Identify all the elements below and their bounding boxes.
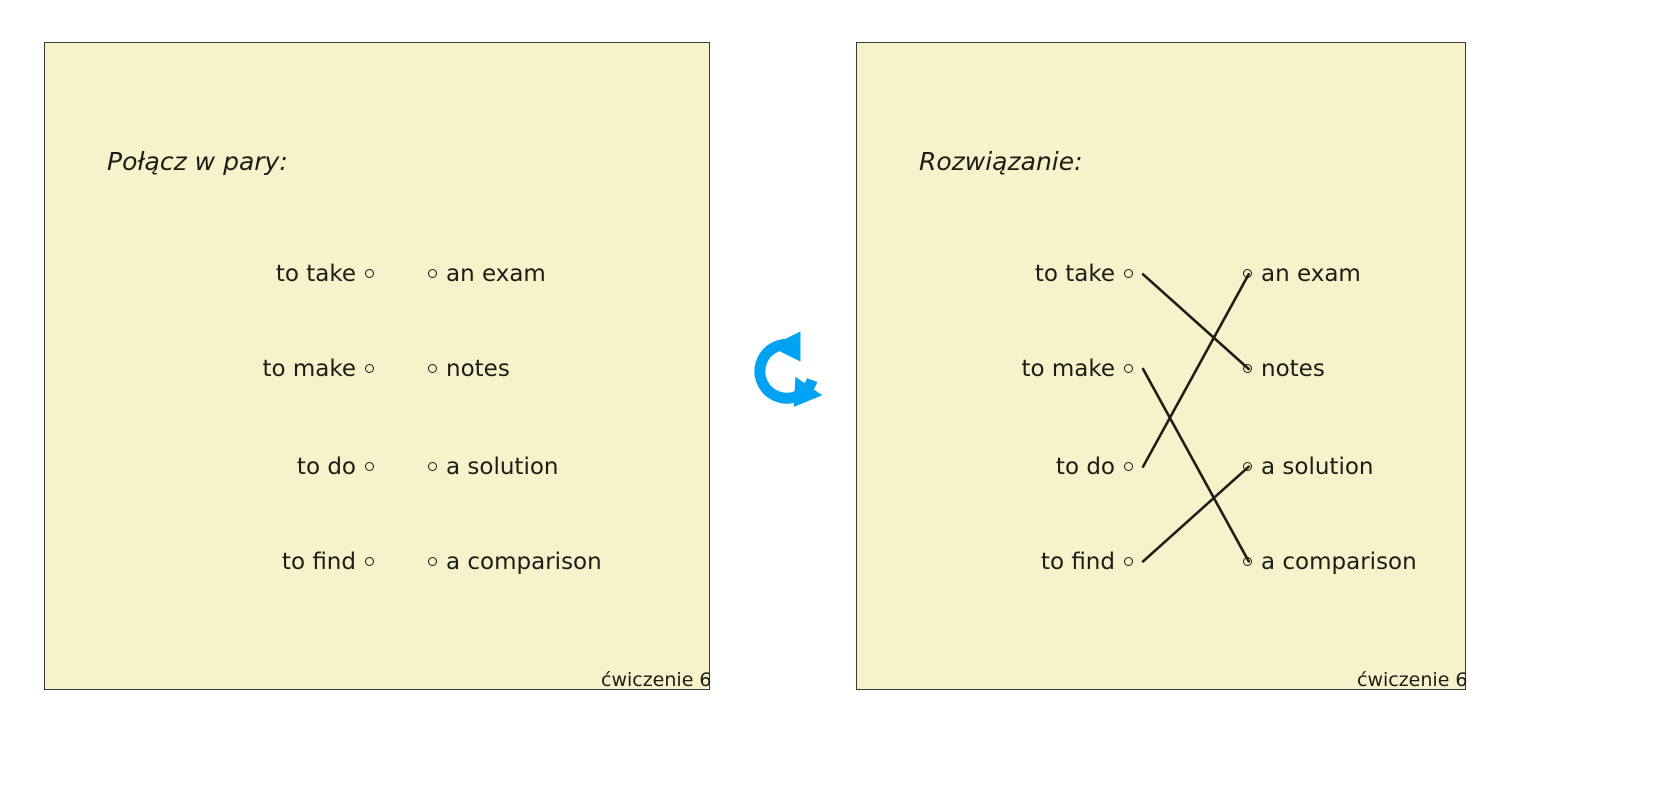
solution-left-label-3: to find (1040, 549, 1115, 575)
connector-dot-icon[interactable] (365, 557, 374, 566)
exercise-right-label-3: a comparison (446, 549, 602, 575)
exercise-left-label-3: to find (281, 549, 356, 575)
match-line-3 (1141, 465, 1251, 563)
exercise-left-label-0: to take (275, 261, 356, 287)
connector-dot-icon[interactable] (428, 557, 437, 566)
connector-dot-icon[interactable] (428, 364, 437, 373)
exercise-left-label-1: to make (262, 356, 356, 382)
connector-dot-icon[interactable] (365, 462, 374, 471)
exercise-pair-list: to take to make to do to find an exam no… (45, 43, 709, 689)
solution-right-item-2[interactable]: a solution (1243, 454, 1373, 480)
exercise-right-label-1: notes (446, 356, 510, 382)
solution-left-item-3[interactable]: to find (1041, 549, 1133, 575)
exercise-left-item-0[interactable]: to take (276, 261, 374, 287)
exercise-left-item-3[interactable]: to find (282, 549, 374, 575)
exercise-left-item-1[interactable]: to make (262, 356, 374, 382)
solution-right-item-0[interactable]: an exam (1243, 261, 1361, 287)
solution-card-footer: ćwiczenie 6 (1357, 669, 1468, 691)
match-line-1 (1141, 367, 1251, 563)
refresh-icon (745, 328, 829, 412)
solution-left-item-1[interactable]: to make (1021, 356, 1133, 382)
exercise-right-item-2[interactable]: a solution (428, 454, 558, 480)
connector-dot-icon[interactable] (1243, 557, 1252, 566)
exercise-right-label-2: a solution (446, 454, 559, 480)
connector-dot-icon[interactable] (365, 269, 374, 278)
connector-dot-icon[interactable] (1243, 462, 1252, 471)
solution-left-item-2[interactable]: to do (1056, 454, 1133, 480)
exercise-left-label-2: to do (296, 454, 356, 480)
solution-pair-list: to take to make to do to find an exam no… (857, 43, 1465, 689)
match-lines (1141, 272, 1251, 563)
solution-left-label-2: to do (1055, 454, 1115, 480)
connector-dot-icon[interactable] (1124, 364, 1133, 373)
connector-dot-icon[interactable] (428, 269, 437, 278)
match-line-2 (1141, 272, 1251, 468)
connector-dot-icon[interactable] (365, 364, 374, 373)
solution-right-label-0: an exam (1261, 261, 1361, 287)
match-line-0 (1141, 272, 1251, 371)
solution-right-item-1[interactable]: notes (1243, 356, 1325, 382)
solution-right-item-3[interactable]: a comparison (1243, 549, 1417, 575)
solution-left-label-1: to make (1021, 356, 1115, 382)
exercise-right-item-3[interactable]: a comparison (428, 549, 602, 575)
connector-dot-icon[interactable] (1124, 462, 1133, 471)
exercise-card-title: Połącz w pary: (107, 147, 288, 176)
connector-dot-icon[interactable] (1124, 557, 1133, 566)
solution-card: Rozwiązanie: to take to make to do to fi… (856, 42, 1468, 691)
connector-dot-icon[interactable] (1243, 364, 1252, 373)
connector-dot-icon[interactable] (1243, 269, 1252, 278)
exercise-card: Połącz w pary: to take to make to do to … (44, 42, 712, 691)
solution-right-label-1: notes (1261, 356, 1325, 382)
exercise-right-item-0[interactable]: an exam (428, 261, 546, 287)
connector-dot-icon[interactable] (1124, 269, 1133, 278)
solution-right-label-2: a solution (1261, 454, 1374, 480)
exercise-left-item-2[interactable]: to do (297, 454, 374, 480)
solution-left-label-0: to take (1034, 261, 1115, 287)
exercise-right-label-0: an exam (446, 261, 546, 287)
solution-left-item-0[interactable]: to take (1035, 261, 1133, 287)
exercise-right-item-1[interactable]: notes (428, 356, 510, 382)
solution-card-title: Rozwiązanie: (919, 147, 1083, 176)
connector-dot-icon[interactable] (428, 462, 437, 471)
solution-right-label-3: a comparison (1261, 549, 1417, 575)
exercise-card-footer: ćwiczenie 6 (601, 669, 712, 691)
